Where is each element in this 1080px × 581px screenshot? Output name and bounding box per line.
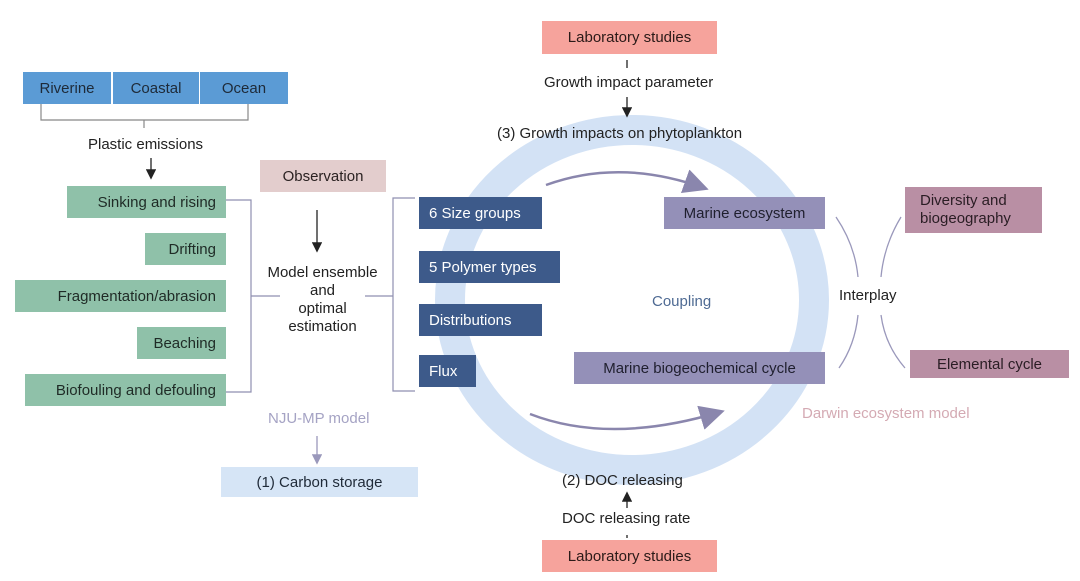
- process-bracket: [226, 199, 280, 393]
- coupling-ring: [435, 115, 829, 485]
- interplay-label: Interplay: [839, 287, 897, 304]
- plastic-emissions-label: Plastic emissions: [88, 136, 204, 153]
- source-coastal: Coastal: [113, 72, 199, 104]
- carbon-storage-box: (1) Carbon storage: [221, 467, 418, 497]
- process-fragmentation: Fragmentation/abrasion: [15, 280, 226, 312]
- marine-bgc-box: Marine biogeochemical cycle: [574, 352, 825, 384]
- observation-box: Observation: [260, 160, 386, 192]
- elemental-cycle-box: Elemental cycle: [910, 350, 1069, 378]
- doc-releasing-rate-label: DOC releasing rate: [562, 510, 691, 527]
- top-curved-arrow: [545, 169, 709, 194]
- process-beaching: Beaching: [137, 327, 226, 359]
- doc-releasing-label: (2) DOC releasing: [562, 472, 683, 489]
- lab-studies-bottom: Laboratory studies: [542, 540, 717, 572]
- source-bracket: [40, 104, 249, 128]
- output-size-groups: 6 Size groups: [419, 197, 542, 229]
- process-biofouling: Biofouling and defouling: [25, 374, 226, 406]
- output-bracket: [365, 197, 415, 392]
- process-drifting: Drifting: [145, 233, 226, 265]
- coupling-label: Coupling: [652, 293, 712, 310]
- diversity-biogeography-box: Diversity and biogeography: [905, 187, 1042, 233]
- growth-impacts-label: (3) Growth impacts on phytoplankton: [497, 125, 743, 142]
- growth-impact-parameter-label: Growth impact parameter: [544, 74, 714, 91]
- nju-mp-model-label: NJU-MP model: [268, 410, 370, 427]
- lab-studies-top: Laboratory studies: [542, 21, 717, 54]
- output-distributions: Distributions: [419, 304, 542, 336]
- model-ensemble-label: Model ensemble and optimal estimation: [267, 264, 378, 335]
- source-riverine: Riverine: [23, 72, 111, 104]
- marine-ecosystem-box: Marine ecosystem: [664, 197, 825, 229]
- source-ocean: Ocean: [200, 72, 288, 104]
- output-flux: Flux: [419, 355, 476, 387]
- darwin-model-label: Darwin ecosystem model: [802, 405, 970, 422]
- output-polymer-types: 5 Polymer types: [419, 251, 560, 283]
- process-sinking-rising: Sinking and rising: [67, 186, 226, 218]
- bottom-curved-arrow: [529, 405, 725, 431]
